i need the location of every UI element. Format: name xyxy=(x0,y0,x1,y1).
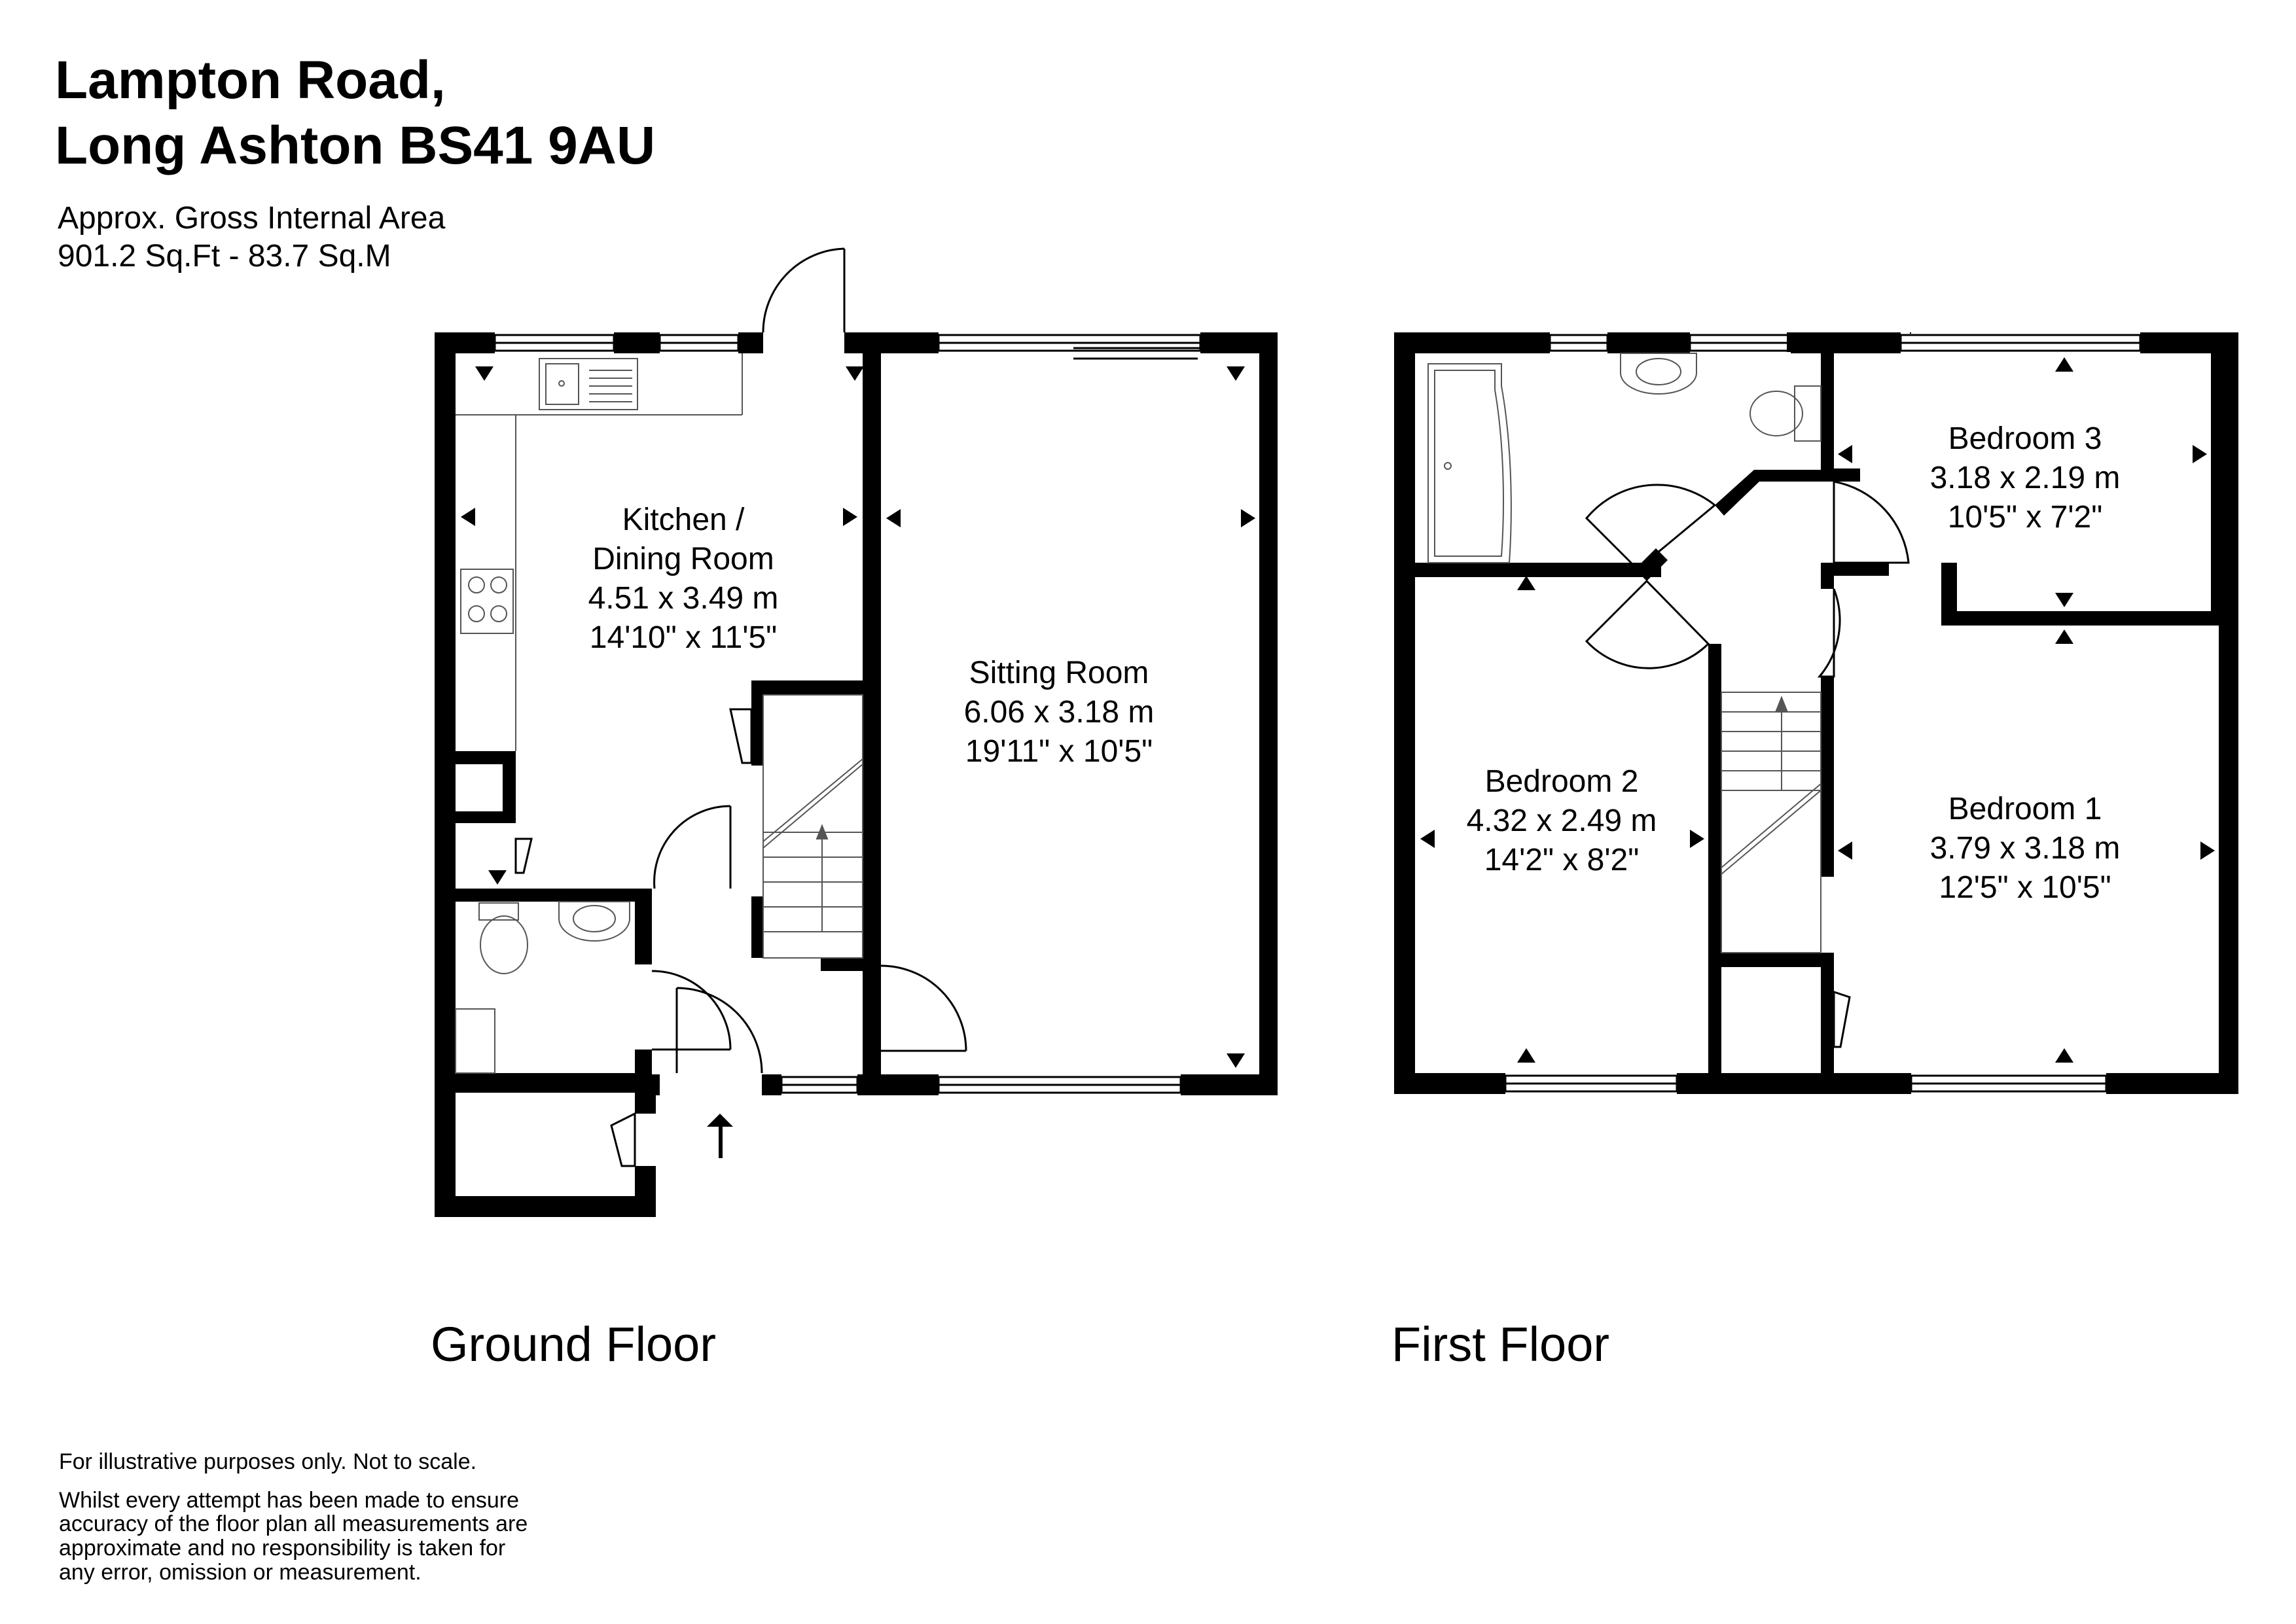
kitchen-metric: 4.51 x 3.49 m xyxy=(588,581,779,616)
entrance-arrow-icon xyxy=(707,1114,733,1158)
disclaimer-line-5: any error, omission or measurement. xyxy=(59,1559,422,1585)
sitting-room-imperial: 19'11" x 10'5" xyxy=(965,734,1153,769)
kitchen-label-line2: Dining Room xyxy=(592,542,774,576)
area-value: 901.2 Sq.Ft - 83.7 Sq.M xyxy=(58,239,391,274)
bedroom2-metric: 4.32 x 2.49 m xyxy=(1467,803,1657,838)
bedroom1-metric: 3.79 x 3.18 m xyxy=(1930,831,2121,866)
disclaimer: For illustrative purposes only. Not to s… xyxy=(59,1450,528,1585)
first-floor-doors xyxy=(1585,480,1910,1048)
bedroom1-label: Bedroom 1 xyxy=(1948,792,2102,826)
ground-floor-stairs xyxy=(762,694,863,959)
disclaimer-line-2: Whilst every attempt has been made to en… xyxy=(59,1487,520,1513)
kitchen-fixtures xyxy=(456,353,743,751)
ground-floor-windows xyxy=(493,334,1202,1094)
bedroom3-metric: 3.18 x 2.19 m xyxy=(1930,461,2121,495)
ground-floor-label: Ground Floor xyxy=(431,1317,716,1371)
first-floor-walls xyxy=(1394,332,2238,1094)
disclaimer-line-1: For illustrative purposes only. Not to s… xyxy=(59,1449,477,1474)
kitchen-imperial: 14'10" x 11'5" xyxy=(590,620,777,655)
disclaimer-line-3: accuracy of the floor plan all measureme… xyxy=(59,1511,528,1537)
sitting-room-label: Sitting Room xyxy=(969,656,1149,690)
sitting-room-metric: 6.06 x 3.18 m xyxy=(964,695,1155,730)
address-line-2: Long Ashton BS41 9AU xyxy=(55,116,656,175)
bedroom2-imperial: 14'2" x 8'2" xyxy=(1484,843,1640,877)
address-line-1: Lampton Road, xyxy=(55,50,446,110)
ground-floor-doors xyxy=(514,247,967,1167)
disclaimer-line-4: approximate and no responsibility is tak… xyxy=(59,1536,506,1561)
first-floor-plan: Bedroom 3 3.18 x 2.19 m 10'5" x 7'2" Bed… xyxy=(1394,332,2238,1094)
area-label: Approx. Gross Internal Area xyxy=(58,201,446,236)
first-floor-stairs xyxy=(1721,692,1821,953)
kitchen-label-line1: Kitchen / xyxy=(622,503,745,537)
bedroom3-label: Bedroom 3 xyxy=(1948,421,2102,456)
first-floor-windows xyxy=(1504,334,2142,1093)
ground-floor-plan: Kitchen / Dining Room 4.51 x 3.49 m 14'1… xyxy=(435,247,1278,1217)
bedroom2-label: Bedroom 2 xyxy=(1485,764,1639,799)
bedroom3-imperial: 10'5" x 7'2" xyxy=(1948,500,2103,535)
ground-floor-walls xyxy=(435,332,1278,1217)
ground-wc-fixtures xyxy=(455,901,630,1074)
bedroom1-imperial: 12'5" x 10'5" xyxy=(1939,870,2111,905)
bathroom-fixtures xyxy=(1427,353,1821,563)
first-floor-label: First Floor xyxy=(1391,1317,1609,1371)
